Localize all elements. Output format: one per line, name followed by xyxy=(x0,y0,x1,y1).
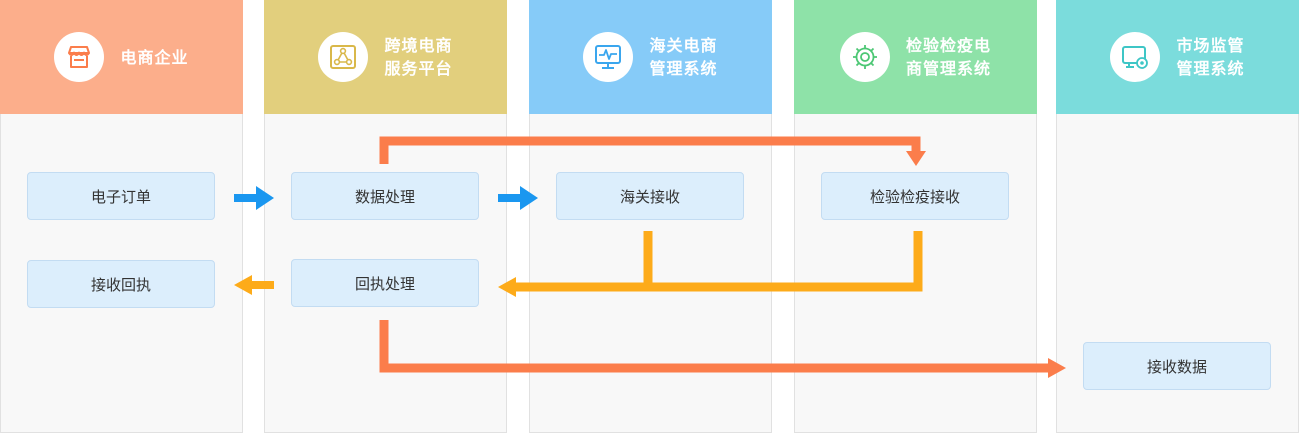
receipt-box[interactable]: 接收回执 xyxy=(27,260,215,308)
column-header-platform: 跨境电商 服务平台 xyxy=(264,0,507,114)
column-title: 市场监管 管理系统 xyxy=(1176,36,1245,78)
electronic-order-box[interactable]: 电子订单 xyxy=(27,172,215,220)
receive-data-box[interactable]: 接收数据 xyxy=(1083,342,1271,390)
column-title: 跨境电商 服务平台 xyxy=(384,36,453,78)
store-icon xyxy=(54,32,105,82)
column-title: 电商企业 xyxy=(120,47,189,67)
gear-icon xyxy=(839,32,890,82)
monitor-settings-icon xyxy=(1110,32,1161,82)
column-title: 检验检疫电 商管理系统 xyxy=(905,36,991,78)
column-header-market: 市场监管 管理系统 xyxy=(1056,0,1299,114)
column-header-customs: 海关电商 管理系统 xyxy=(529,0,772,114)
column-header-ecommerce: 电商企业 xyxy=(0,0,243,114)
inspection-receive-box[interactable]: 检验检疫接收 xyxy=(821,172,1009,220)
receipt-processing-box[interactable]: 回执处理 xyxy=(291,259,479,307)
customs-receive-box[interactable]: 海关接收 xyxy=(556,172,744,220)
column-header-inspection: 检验检疫电 商管理系统 xyxy=(794,0,1037,114)
monitor-pulse-icon xyxy=(583,32,634,82)
column-title: 海关电商 管理系统 xyxy=(649,36,718,78)
data-processing-box[interactable]: 数据处理 xyxy=(291,172,479,220)
network-triangle-icon xyxy=(318,32,369,82)
